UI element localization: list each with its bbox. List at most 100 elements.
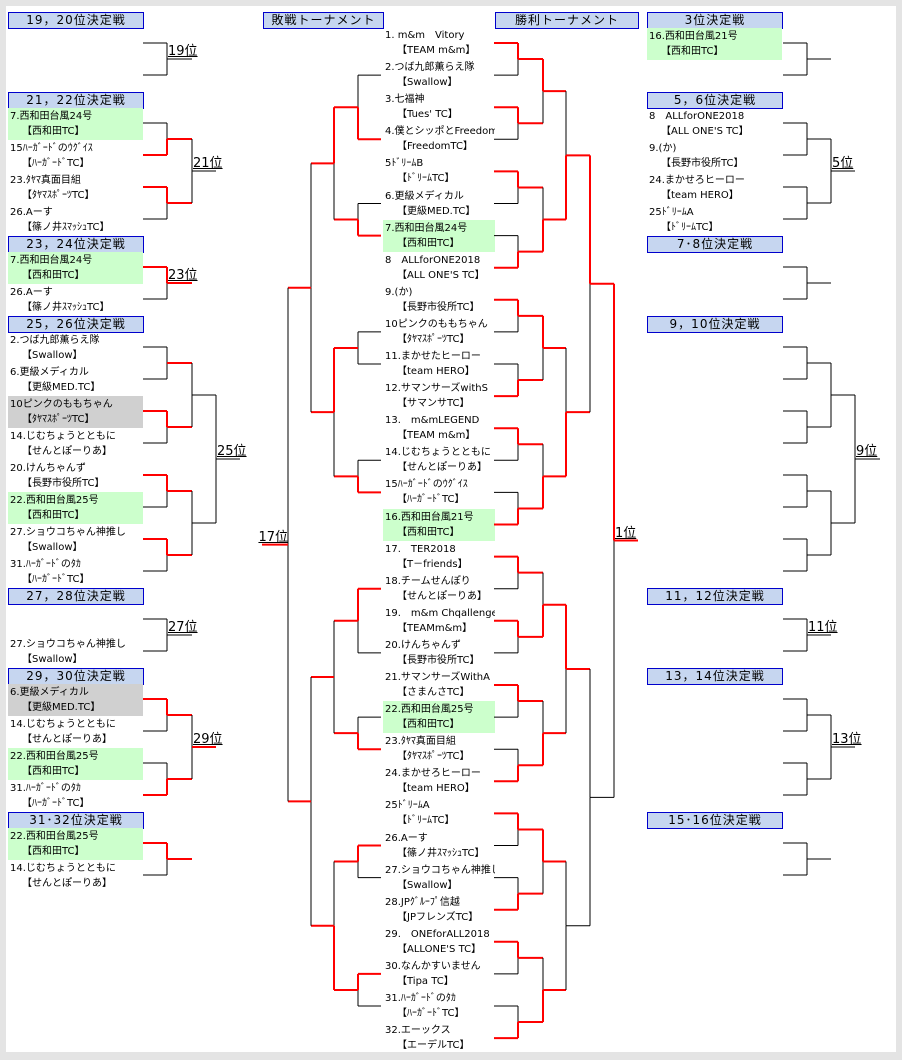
team-name: 25ﾄﾞﾘｰﾑA xyxy=(385,800,430,812)
team-name: 26.Aーす xyxy=(385,832,428,844)
team-entry: 1. m&m Vitory【TEAM m&m】 xyxy=(383,27,495,59)
team-entry: 15ﾊｰｶﾞｰﾄﾞのｳｸﾞｲｽ 【ﾊｰｶﾞｰﾄﾞTC】 xyxy=(8,140,143,172)
section-header: 19，20位決定戦 xyxy=(8,12,144,29)
empty-slot xyxy=(647,828,782,860)
team-entry: 23.ﾀﾔﾏ真面目組【ﾀﾔﾏｽﾎﾟｰﾂTC】 xyxy=(383,733,495,765)
team-club: 【Swallow】 xyxy=(397,879,458,891)
team-club: 【西和田TC】 xyxy=(22,126,85,137)
section-header: 29，30位決定戦 xyxy=(8,668,144,685)
team-name: 15ﾊｰｶﾞｰﾄﾞのｳｸﾞｲｽ xyxy=(10,143,93,154)
team-entry: 25ﾄﾞﾘｰﾑA【ﾄﾞﾘｰﾑTC】 xyxy=(647,204,782,236)
team-entry: 23.ﾀﾔﾏ真面目組【ﾀﾔﾏｽﾎﾟｰﾂTC】 xyxy=(8,172,143,204)
team-club: 【西和田TC】 xyxy=(22,846,85,857)
team-name: 26.Aーす xyxy=(10,207,53,218)
section-header: 5，6位決定戦 xyxy=(647,92,783,109)
team-name: 9.(か) xyxy=(649,143,677,154)
team-name: 3.七福神 xyxy=(385,94,425,106)
team-entry: 14.じむちょうとともに【せんとぽーりあ】 xyxy=(8,716,143,748)
team-club: 【team HERO】 xyxy=(397,366,475,377)
team-club: 【サマンサTC】 xyxy=(397,398,470,410)
empty-slot xyxy=(647,716,782,748)
team-name: 4.僕とシッポとFreedom xyxy=(385,126,495,138)
team-club: 【JPフレンズTC】 xyxy=(397,911,479,923)
empty-slot xyxy=(647,396,782,428)
team-name: 27.ショウコちゃん神推し xyxy=(385,864,495,876)
empty-slot xyxy=(647,284,782,316)
team-entry: 18.チームせんぽり【せんとぽーりあ】 xyxy=(383,573,495,605)
team-name: 24.まかせろヒーロー xyxy=(385,768,481,780)
team-club: 【西和田TC】 xyxy=(397,237,460,249)
empty-slot xyxy=(8,604,143,636)
team-name: 10ピンクのももちゃん xyxy=(385,318,488,330)
team-entry: 31.ﾊｰｶﾞｰﾄﾞのﾀｶ【ﾊｰｶﾞｰﾄﾞTC】 xyxy=(8,556,143,588)
team-entry: 4.僕とシッポとFreedom 【FreedomTC】 xyxy=(383,123,495,155)
team-entry: 5ﾄﾞﾘｰﾑB【ﾄﾞﾘｰﾑTC】 xyxy=(383,155,495,187)
team-name: 26.Aーす xyxy=(10,287,53,298)
team-club: 【長野市役所TC】 xyxy=(397,654,480,666)
team-club: 【T－friends】 xyxy=(397,558,468,570)
team-club: 【Tipa TC】 xyxy=(397,975,454,987)
team-entry: 9.(か) 【長野市役所TC】 xyxy=(383,284,495,316)
team-entry: 31.ﾊｰｶﾞｰﾄﾞのﾀｶ【ﾊｰｶﾞｰﾄﾞTC】 xyxy=(383,990,495,1022)
team-name: 10ピンクのももちゃん xyxy=(10,399,113,410)
team-club: 【せんとぽーりあ】 xyxy=(22,878,112,889)
team-name: 7.西和田台風24号 xyxy=(10,111,93,122)
team-entry: 20.けんちゃんず【長野市役所TC】 xyxy=(8,460,143,492)
empty-slot xyxy=(8,60,143,92)
team-entry: 11.まかせたヒーロー【team HERO】 xyxy=(383,348,495,380)
team-club: 【篠ノ井ｽﾏｯｼｭTC】 xyxy=(22,302,110,313)
team-entry: 13. m&mLEGEND【TEAM m&m】 xyxy=(383,412,495,444)
team-entry: 3.七福神【Tues' TC】 xyxy=(383,91,495,123)
team-entry: 22.西和田台風25号【西和田TC】 xyxy=(383,701,495,734)
team-club: 【西和田TC】 xyxy=(397,526,460,538)
rank-label: 13位 xyxy=(832,732,862,747)
rank-label: 9位 xyxy=(856,444,878,459)
team-entry: 7.西和田台風24号【西和田TC】 xyxy=(383,219,495,252)
team-name: 9.(か) xyxy=(385,286,413,298)
team-name: 17. TER2018 xyxy=(385,543,456,555)
team-club: 【FreedomTC】 xyxy=(397,141,473,153)
team-name: 19. m&m Chqallenge xyxy=(385,607,495,619)
team-club: 【エーデルTC】 xyxy=(397,1040,470,1052)
empty-slot xyxy=(647,60,782,92)
team-club: 【ALL ONE'S TC】 xyxy=(397,269,485,281)
team-entry: 2.つば九郎薫らえ隊【Swallow】 xyxy=(383,59,495,91)
team-entry: 16.西和田台風21号【西和田TC】 xyxy=(383,508,495,541)
team-name: 20.けんちゃんず xyxy=(385,639,461,651)
team-entry: 29. ONEforALL2018【ALLONE'S TC】 xyxy=(383,926,495,958)
team-entry: 19. m&m Chqallenge【TEAMm&m】 xyxy=(383,605,495,637)
empty-slot xyxy=(647,460,782,492)
team-name: 7.西和田台風24号 xyxy=(385,222,468,234)
team-entry: 24.まかせろヒーロー【team HERO】 xyxy=(383,765,495,797)
rank-label: 25位 xyxy=(217,444,247,459)
team-club: 【ﾊｰｶﾞｰﾄﾞTC】 xyxy=(22,798,90,809)
team-club: 【ﾄﾞﾘｰﾑTC】 xyxy=(397,815,455,827)
team-entry: 25ﾄﾞﾘｰﾑA 【ﾄﾞﾘｰﾑTC】 xyxy=(383,797,495,829)
section-header: 27，28位決定戦 xyxy=(8,588,144,605)
team-club: 【ﾊｰｶﾞｰﾄﾞTC】 xyxy=(22,158,90,169)
team-name: 23.ﾀﾔﾏ真面目組 xyxy=(385,736,456,748)
team-name: 24.まかせろヒーロー xyxy=(649,175,745,186)
team-club: 【長野市役所TC】 xyxy=(397,301,480,313)
team-club: 【ALLONE'S TC】 xyxy=(397,943,482,955)
section-header: 3位決定戦 xyxy=(647,12,783,29)
team-name: 31.ﾊｰｶﾞｰﾄﾞのﾀｶ xyxy=(10,559,81,570)
team-club: 【ﾀﾔﾏｽﾎﾟｰﾂTC】 xyxy=(22,190,95,201)
empty-slot xyxy=(647,492,782,524)
team-name: 18.チームせんぽり xyxy=(385,575,471,587)
team-entry: 24.まかせろヒーロー【team HERO】 xyxy=(647,172,782,204)
team-name: 27.ショウコちゃん神推し xyxy=(10,527,126,538)
empty-slot xyxy=(647,252,782,284)
team-entry: 22.西和田台風25号【西和田TC】 xyxy=(8,828,143,860)
team-name: 15ﾊｰｶﾞｰﾄﾞのｳｸﾞｲｽ xyxy=(385,479,468,491)
team-name: 22.西和田台風25号 xyxy=(10,495,99,506)
team-entry: 10ピンクのももちゃん【ﾀﾔﾏｽﾎﾟｰﾂTC】 xyxy=(383,316,495,348)
team-entry: 14.じむちょうとともに【せんとぽーりあ】 xyxy=(383,444,495,476)
team-club: 【TEAM m&m】 xyxy=(397,45,476,56)
team-club: 【更級MED.TC】 xyxy=(397,205,476,217)
team-entry: 6.更級メディカル【更級MED.TC】 xyxy=(8,684,143,716)
team-name: 14.じむちょうとともに xyxy=(385,447,491,459)
team-name: 22.西和田台風25号 xyxy=(385,704,474,716)
winner-tournament-header: 勝利トーナメント xyxy=(495,12,639,29)
team-entry: 28.JPｸﾞﾙｰﾌﾟ信越【JPフレンズTC】 xyxy=(383,894,495,926)
